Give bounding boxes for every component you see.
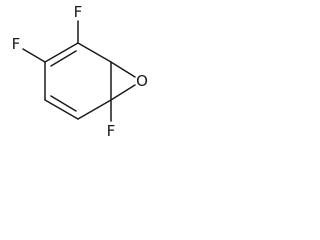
fluorine-bottom-label: F [107,122,116,140]
fluorine-top-label: F [74,3,83,21]
substituent-bonds [22,20,112,122]
bond-c3-f [22,48,46,63]
molecule-structure: F F O F [12,3,148,140]
oxygen-epoxide-label: O [136,72,148,90]
bond-c4-c5-double [50,95,77,112]
bond-c2-c3-double [50,50,77,67]
epoxide-bonds [110,61,136,101]
ring-bonds [44,42,112,120]
bond-c2-c3 [44,42,79,63]
bond-c1-o [110,61,136,78]
fluorine-left-label: F [12,35,21,53]
bond-c1-c2 [77,42,112,63]
bond-c5-c6 [77,99,112,120]
bond-c6-o [110,84,136,101]
bond-c4-c5 [44,99,79,120]
